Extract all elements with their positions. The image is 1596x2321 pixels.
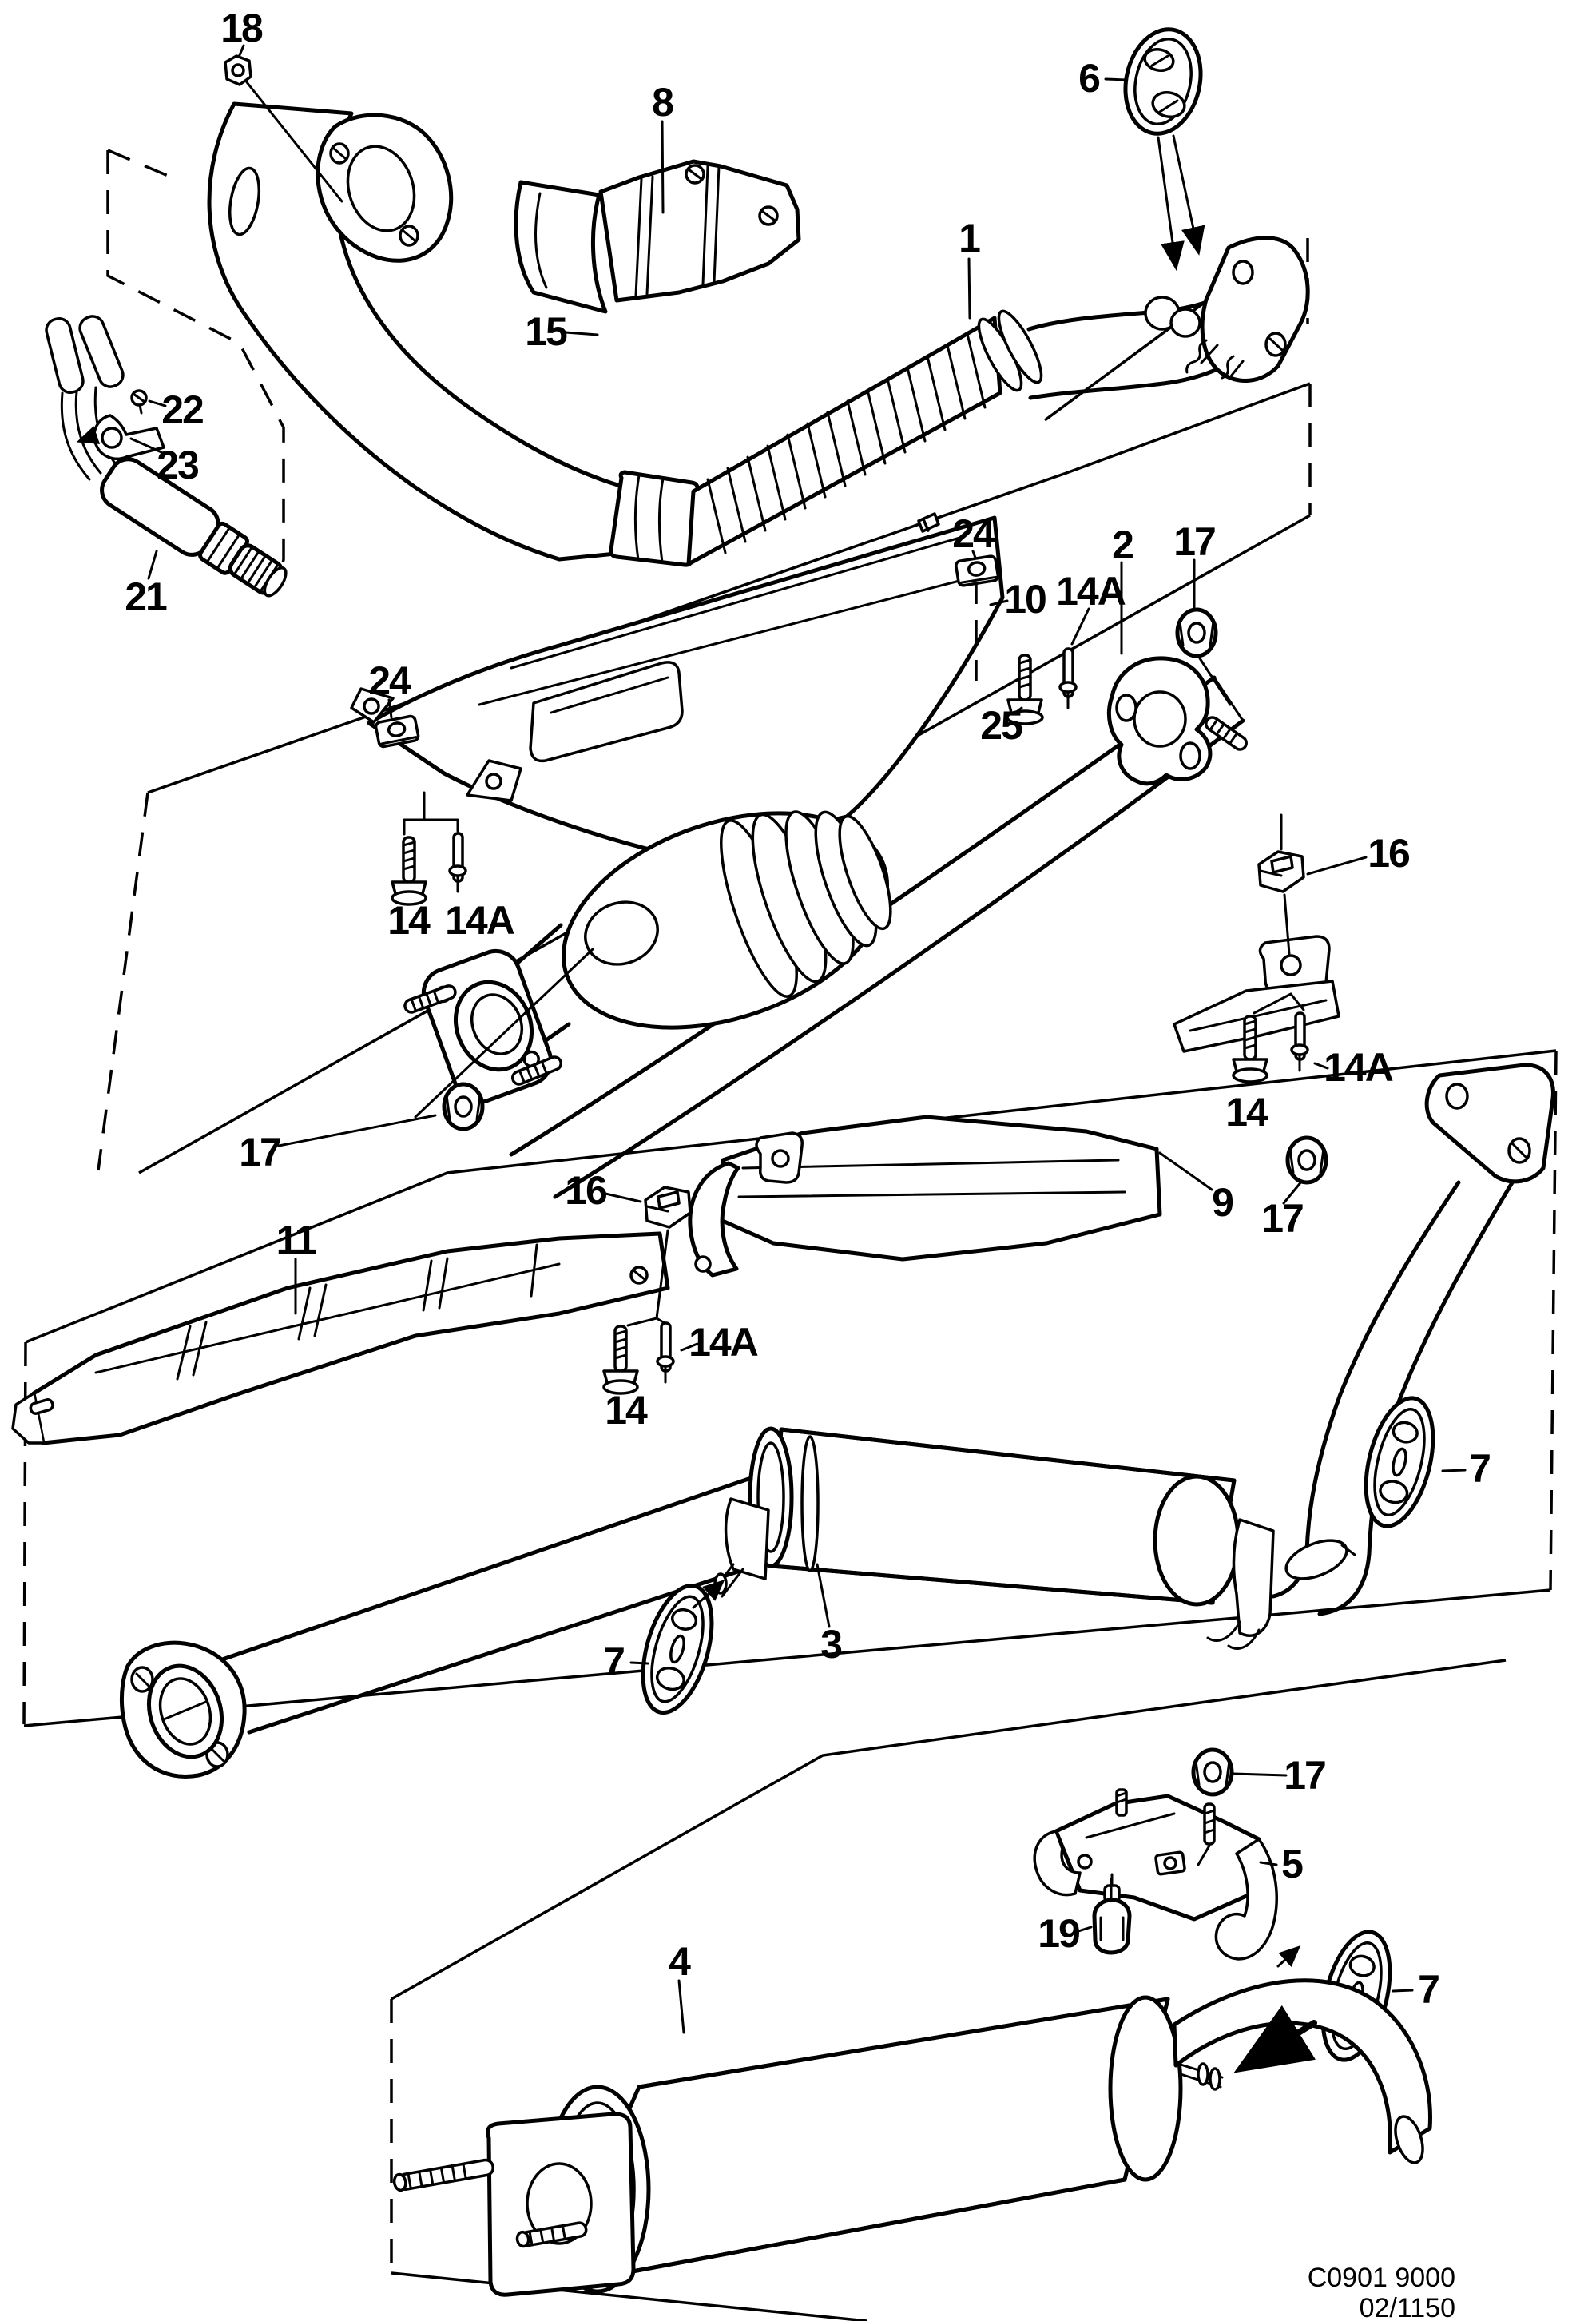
callout-18: 18 [220, 6, 263, 50]
callout-14A-shield11: 14A [689, 1320, 758, 1365]
rear-muffler [392, 1978, 1432, 2297]
rubber-buffer-19 [1092, 1873, 1132, 1955]
callout-6: 6 [1078, 56, 1099, 101]
panel-rear-section [390, 1659, 1507, 2321]
heat-shield-10 [350, 512, 1005, 859]
callout-7-right: 7 [1469, 1446, 1490, 1491]
sensor-boss [228, 166, 261, 236]
cage-clamp-16-left [644, 1186, 692, 1229]
callout-24-left: 24 [368, 658, 411, 703]
callout-14-right: 14 [1225, 1090, 1268, 1135]
flange-spring-bolt [1185, 339, 1219, 374]
callout-14A-left: 14A [445, 898, 514, 943]
callout-17-mid: 17 [1261, 1196, 1303, 1241]
converter-inlet-flange [421, 948, 554, 1105]
heat-shield-11 [11, 1231, 670, 1445]
callout-16-right: 16 [1368, 831, 1409, 876]
callout-3: 3 [820, 1622, 841, 1667]
callout-4: 4 [669, 1939, 691, 1984]
cage-clamp-16-right [1257, 850, 1305, 893]
callout-23: 23 [157, 443, 198, 487]
flange-nut-17-rear [1191, 1747, 1234, 1846]
joint-stud [1205, 716, 1248, 751]
pipe-hanger-bracket [1173, 935, 1340, 1053]
converter-face-emboss [584, 900, 659, 966]
flange-stud-lower [510, 1055, 563, 1086]
callout-2: 2 [1112, 523, 1133, 567]
callout-15: 15 [525, 309, 567, 354]
callout-labels: 18 8 6 1 15 22 23 21 24 10 14A 2 17 25 2… [125, 6, 1491, 2012]
figure-code: C0901 9000 02/1150 [1308, 2263, 1455, 2321]
callout-10: 10 [1004, 577, 1046, 622]
muffler3-front-hanger [724, 1497, 770, 1580]
callout-leader-lines [76, 44, 1467, 2073]
flange-nut-17-mid [1285, 1135, 1328, 1185]
rear-downpipe-flange [1424, 1063, 1555, 1184]
callout-17-top: 17 [1173, 519, 1215, 564]
stud-14A-shield11 [656, 1321, 675, 1384]
figure-code-line2: 02/1150 [1360, 2293, 1455, 2321]
catalytic-converter [403, 810, 892, 1105]
flex-pipe-section [686, 236, 1310, 566]
callout-7-rear: 7 [1418, 1967, 1439, 2012]
flex-corrugations [706, 332, 987, 554]
stud-14A-left [448, 832, 467, 893]
stud-14A-top [1058, 647, 1078, 709]
bolt-14-left [391, 836, 427, 906]
callout-7-left: 7 [603, 1639, 624, 1684]
callout-8: 8 [652, 80, 673, 125]
callout-19: 19 [1038, 1911, 1079, 1956]
callout-5: 5 [1281, 1842, 1303, 1886]
hex-nut-18 [224, 54, 252, 86]
shield9-arm [688, 1161, 740, 1278]
screw-25 [1006, 654, 1044, 725]
callout-16-left: 16 [565, 1168, 606, 1213]
callout-14A-right: 14A [1324, 1045, 1393, 1090]
clip-nut-24-left [374, 714, 420, 749]
downpipe-rear-flange [1200, 236, 1310, 383]
rubber-hanger-6 [1123, 27, 1203, 136]
pipe2-joint-bracket [1106, 607, 1248, 786]
figure-code-line1: C0901 9000 [1308, 2263, 1455, 2293]
flange-nut-17-top [1175, 607, 1218, 658]
callout-25: 25 [980, 703, 1022, 748]
sensor-connectors [45, 315, 125, 395]
middle-muffler [204, 1426, 1356, 1735]
muffler3-outlet-flange [120, 1640, 247, 1779]
bolt-14-right [1232, 1015, 1268, 1083]
bolt-14-shield11 [602, 1325, 639, 1395]
muffler4-outlet-pipe [1172, 1978, 1432, 2155]
oxygen-sensor-group [45, 315, 288, 598]
slip-joint-collar [609, 470, 700, 567]
shield-spring-clip [917, 512, 940, 533]
front-downpipe [207, 101, 700, 567]
callout-11: 11 [276, 1218, 316, 1262]
flange-nut-17-converter [442, 1082, 485, 1131]
callout-14-left: 14 [387, 898, 431, 943]
callout-9: 9 [1212, 1180, 1233, 1225]
flange-stud-upper [403, 984, 457, 1014]
callout-14-shield11: 14 [605, 1388, 648, 1433]
callout-14A-top: 14A [1056, 569, 1126, 614]
clip-nut-24-right [955, 554, 1000, 587]
heat-shield-8 [514, 159, 801, 314]
rubber-hanger-7-left [641, 1583, 714, 1715]
callout-22: 22 [161, 387, 203, 432]
rubber-hanger-7-right [1364, 1396, 1435, 1528]
pipe-clamp [1284, 1539, 1348, 1580]
callout-17-rear: 17 [1284, 1753, 1325, 1798]
callout-24-right: 24 [952, 511, 995, 556]
muffler4-stud-upper [392, 2158, 495, 2192]
heat-shield-9 [688, 1115, 1162, 1278]
stud-14A-right [1290, 1011, 1309, 1072]
muffler3-rear-hanger [1232, 1518, 1275, 1637]
callout-17-converter: 17 [239, 1130, 280, 1174]
callout-1: 1 [959, 216, 980, 260]
oxygen-sensor-body [100, 457, 288, 598]
callout-21: 21 [125, 574, 167, 619]
muffler4-stud-lower [515, 2221, 588, 2248]
shield-emboss [529, 661, 684, 763]
